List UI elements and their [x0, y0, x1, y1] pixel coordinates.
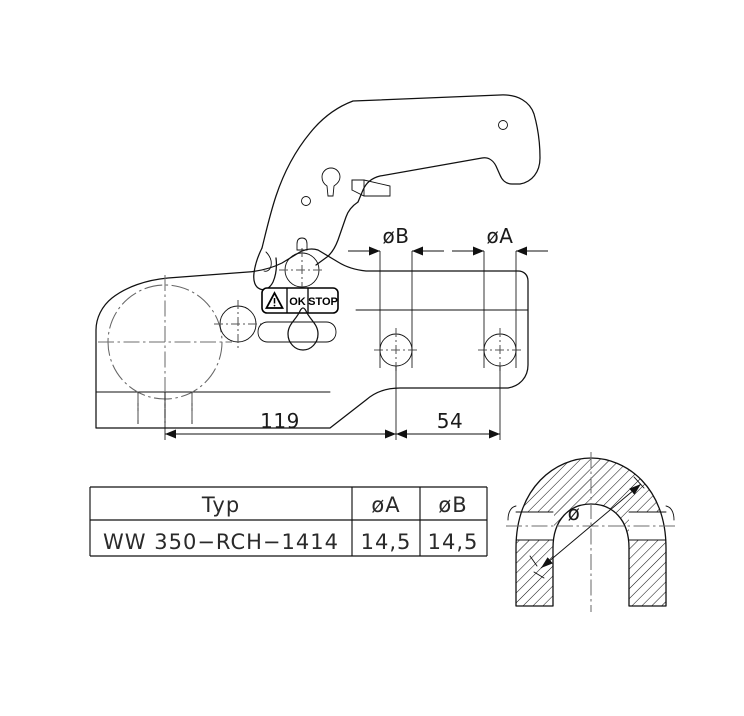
mounting-hole-b [374, 328, 418, 372]
table-header-dia-b: øB [438, 493, 467, 517]
table-cell-dia-b: 14,5 [428, 530, 479, 554]
side-elevation-view: OK STOP [95, 94, 548, 440]
handle-small-hole [301, 196, 311, 206]
dim-119-label: 119 [260, 409, 300, 433]
dim-dia-b: øB [348, 224, 444, 256]
hole-extension-lines [379, 251, 517, 368]
latch-tab [351, 179, 391, 197]
coupling-handle [261, 94, 541, 266]
table-cell-dia-a: 14,5 [361, 530, 412, 554]
badge-stop-label: STOP [308, 296, 338, 308]
keyhole-slot [321, 167, 341, 197]
bracket-cross-section: ø [506, 452, 678, 612]
coupling-body [95, 248, 529, 429]
warning-triangle-icon [265, 291, 284, 309]
table-cell-typ: WW 350−RCH−1414 [103, 530, 339, 554]
dim-54: 54 [396, 409, 500, 439]
handle-end-hole [498, 120, 508, 130]
upper-pivot-hole [279, 237, 325, 292]
dim-119: 119 [165, 409, 396, 439]
dim-dia-section-label: ø [568, 501, 581, 525]
dim-dia-b-label: øB [383, 224, 410, 248]
dim-54-label: 54 [437, 409, 463, 433]
badge-ok-label: OK [289, 296, 306, 308]
specification-table: Typ øA øB WW 350−RCH−1414 14,5 14,5 [89, 486, 488, 557]
safety-indicator-label[interactable]: OK STOP [261, 287, 339, 314]
table-header-dia-a: øA [371, 493, 400, 517]
handle-hook-tip [253, 247, 277, 291]
dim-dia-a-label: øA [487, 224, 514, 248]
table-header-typ: Typ [201, 493, 240, 517]
pivot-hole [214, 300, 262, 348]
ball-socket [98, 275, 232, 408]
mounting-hole-a [478, 328, 522, 372]
dim-dia-a: øA [452, 224, 548, 256]
dim-dia-section: ø [529, 476, 645, 579]
indicator-pin-assembly [257, 307, 337, 351]
